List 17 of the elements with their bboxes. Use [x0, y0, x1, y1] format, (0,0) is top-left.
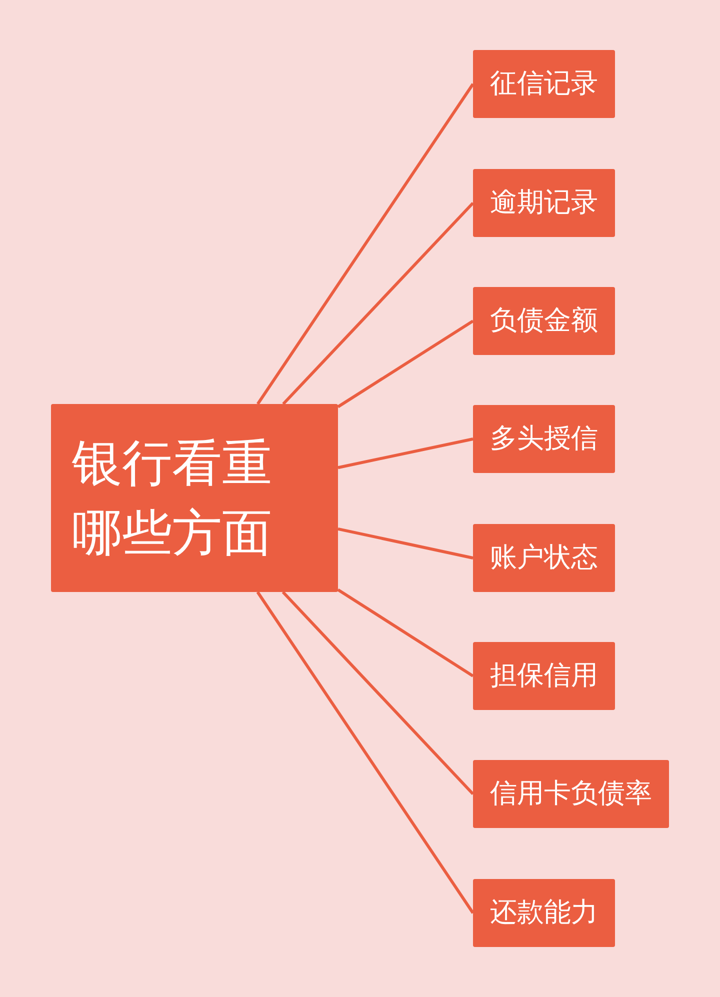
connector-line	[338, 438, 474, 470]
subtopic-box: 多头授信	[473, 405, 615, 473]
subtopic-box: 负债金额	[473, 287, 615, 355]
subtopic-box: 担保信用	[473, 642, 615, 710]
connector-line	[338, 527, 474, 560]
central-topic-box: 银行看重哪些方面	[51, 404, 338, 592]
connector-line	[256, 83, 474, 405]
connector-line	[256, 591, 474, 914]
connector-line	[337, 320, 474, 408]
subtopic-box: 征信记录	[473, 50, 615, 118]
subtopic-box: 逾期记录	[473, 169, 615, 237]
subtopic-box: 还款能力	[473, 879, 615, 947]
connector-line	[282, 590, 474, 796]
connector-line	[337, 588, 474, 678]
connector-line	[282, 202, 474, 406]
subtopic-box: 信用卡负债率	[473, 760, 669, 828]
subtopic-box: 账户状态	[473, 524, 615, 592]
